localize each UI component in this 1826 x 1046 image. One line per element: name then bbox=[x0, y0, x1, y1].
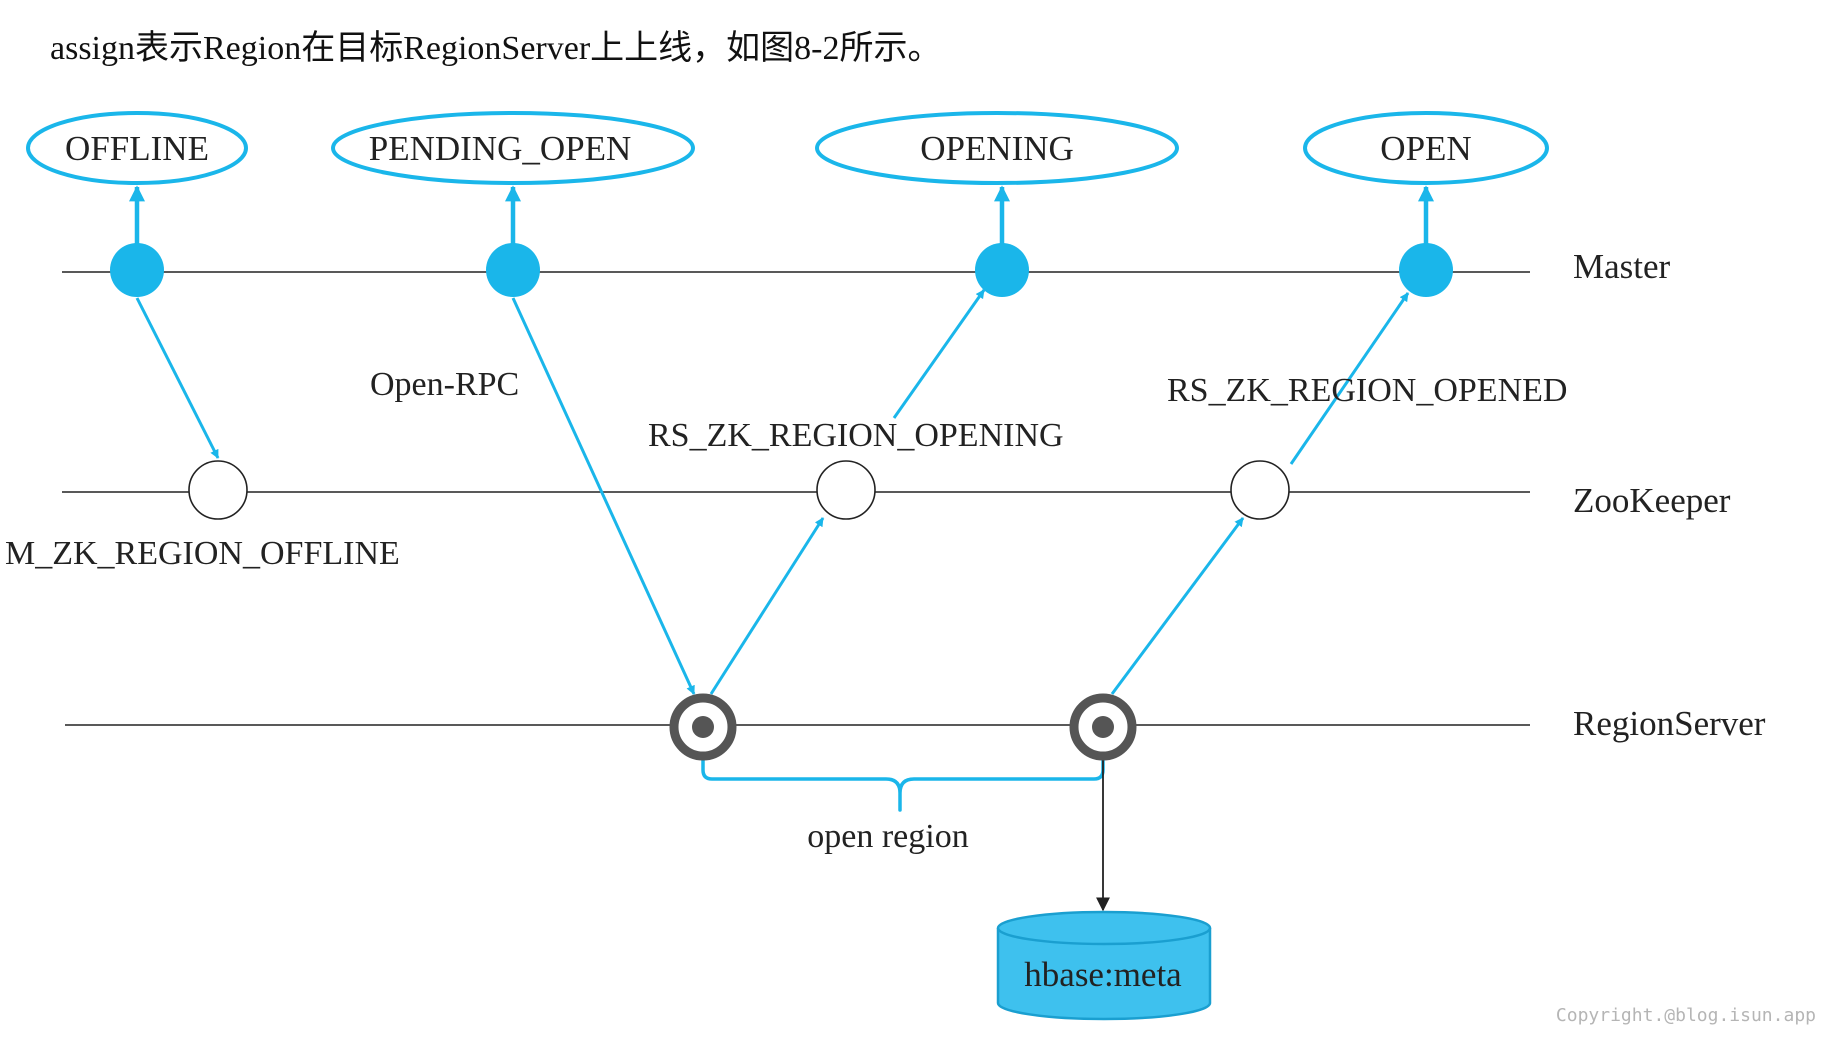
state-offline-label: OFFLINE bbox=[65, 129, 209, 168]
zookeeper-node-opened bbox=[1230, 460, 1290, 520]
hbase-meta-label: hbase:meta bbox=[1024, 955, 1182, 994]
label-open-region: open region bbox=[807, 818, 968, 855]
lane-label-zookeeper: ZooKeeper bbox=[1573, 481, 1731, 520]
arrow-regionserver-to-zk-opened bbox=[1110, 517, 1245, 695]
master-node-pending-open bbox=[486, 243, 540, 297]
lane-label-regionserver: RegionServer bbox=[1573, 704, 1766, 743]
hbase-meta-database-icon: hbase:meta bbox=[996, 910, 1212, 1021]
arrow-offline-to-zookeeper bbox=[135, 297, 220, 459]
state-open-label: OPEN bbox=[1380, 129, 1471, 168]
master-node-offline bbox=[110, 243, 164, 297]
label-open-rpc: Open-RPC bbox=[370, 366, 519, 403]
zookeeper-node-offline bbox=[188, 460, 248, 520]
state-pending-open-label: PENDING_OPEN bbox=[369, 129, 632, 168]
zookeeper-node-opening bbox=[816, 460, 876, 520]
lane-label-master: Master bbox=[1573, 247, 1671, 286]
open-region-brace bbox=[701, 756, 1105, 812]
master-node-open bbox=[1399, 243, 1453, 297]
state-offline: OFFLINE bbox=[26, 111, 248, 185]
arrow-zk-opened-to-master bbox=[1289, 292, 1410, 465]
arrow-zk-opening-to-master bbox=[892, 289, 986, 419]
master-node-opening bbox=[975, 243, 1029, 297]
label-m-zk-region-offline: M_ZK_REGION_OFFLINE bbox=[5, 535, 400, 572]
regionserver-node-1 bbox=[669, 693, 737, 761]
arrow-regionserver-to-zk-opening bbox=[709, 517, 825, 695]
state-pending-open: PENDING_OPEN bbox=[331, 111, 695, 185]
regionserver-node-2 bbox=[1069, 693, 1137, 761]
label-rs-zk-region-opening: RS_ZK_REGION_OPENING bbox=[648, 417, 1064, 454]
state-opening: OPENING bbox=[815, 111, 1179, 185]
arrow-open-rpc bbox=[511, 297, 696, 695]
state-open: OPEN bbox=[1303, 111, 1549, 185]
intro-text: assign表示Region在目标RegionServer上上线，如图8-2所示… bbox=[50, 30, 942, 67]
label-rs-zk-region-opened: RS_ZK_REGION_OPENED bbox=[1167, 372, 1567, 409]
copyright-watermark: Copyright.@blog.isun.app bbox=[1555, 1005, 1816, 1026]
state-opening-label: OPENING bbox=[920, 129, 1074, 168]
